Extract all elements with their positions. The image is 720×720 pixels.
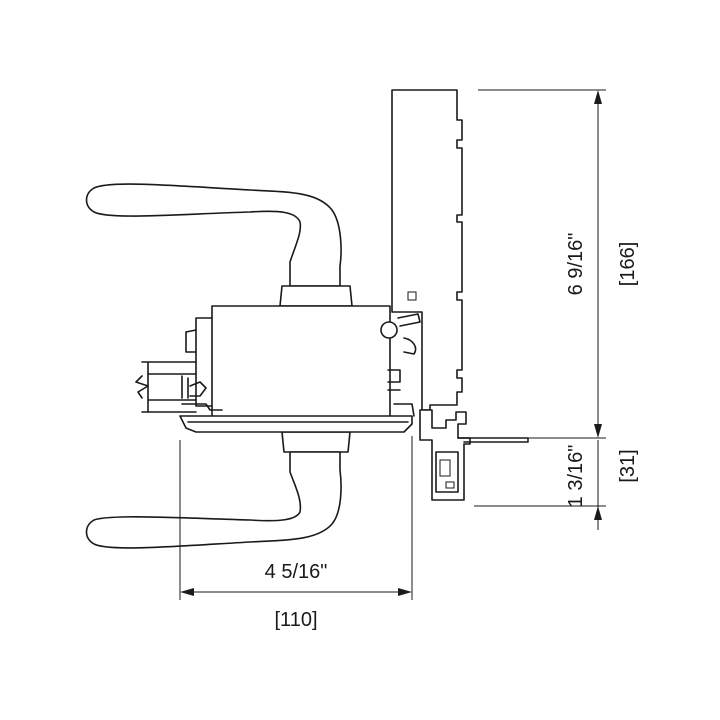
lower-lever-handle [85,431,351,549]
door-panel [391,89,463,411]
dimension-lines [179,89,606,600]
latch-detail [380,291,421,355]
small-mm-label: [31] [617,449,639,482]
small-inch-label: 1 3/16" [565,445,587,508]
width-mm-label: [110] [275,609,318,631]
upper-lever-handle [85,183,353,307]
base-plate [179,403,415,433]
height-inch-label: 6 9/16" [565,233,587,296]
door-edge-section [135,361,223,413]
height-mm-label: [166] [617,242,639,286]
lock-body [185,305,401,425]
frame-profile [419,409,529,501]
width-inch-label: 4 5/16" [265,561,328,583]
